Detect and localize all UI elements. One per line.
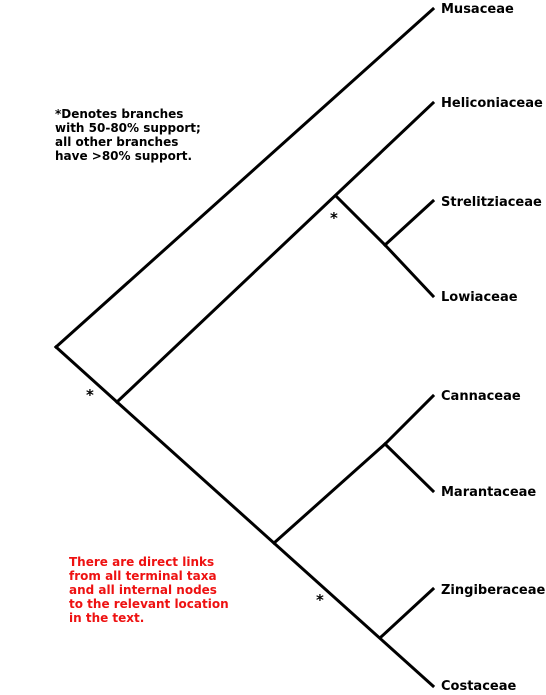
branch-root-to-ingroup[interactable] bbox=[53, 344, 120, 405]
branch-zingiberaceae-costaceae-node-to-zingiberaceae[interactable] bbox=[378, 586, 436, 640]
branch-zing-clade-to-canna-marant[interactable] bbox=[271, 441, 388, 546]
support-marker-strelitziaceae-lowiaceae: * bbox=[330, 209, 338, 227]
taxon-marantaceae[interactable]: Marantaceae bbox=[441, 485, 536, 500]
taxon-zingiberaceae[interactable]: Zingiberaceae bbox=[441, 583, 546, 598]
links-notice-line: There are direct links bbox=[69, 555, 215, 569]
support-legend-line: have >80% support. bbox=[55, 149, 193, 163]
support-marker-zingiberaceae-costaceae: * bbox=[316, 591, 324, 609]
links-notice-line: and all internal nodes bbox=[69, 583, 217, 597]
branch-strelitziaceae-lowiaceae-node-to-strelitziaceae[interactable] bbox=[382, 198, 436, 248]
branch-strelitziaceae-lowiaceae-node-to-lowiaceae[interactable] bbox=[382, 242, 436, 299]
links-notice-line: in the text. bbox=[69, 611, 145, 625]
support-marker-root-ingroup: * bbox=[86, 386, 94, 404]
tree-branches bbox=[53, 6, 436, 689]
support-legend-line: with 50-80% support; bbox=[55, 121, 201, 135]
branch-canna-marant-node-to-marantaceae[interactable] bbox=[382, 441, 436, 494]
links-notice: There are direct links from all terminal… bbox=[69, 555, 229, 625]
branch-root-to-musaceae[interactable] bbox=[53, 6, 436, 350]
taxon-strelitziaceae[interactable]: Strelitziaceae bbox=[441, 195, 542, 210]
links-notice-line: from all terminal taxa bbox=[69, 569, 217, 583]
taxon-costaceae[interactable]: Costaceae bbox=[441, 679, 516, 694]
taxon-cannaceae[interactable]: Cannaceae bbox=[441, 389, 521, 404]
taxon-heliconiaceae[interactable]: Heliconiaceae bbox=[441, 96, 543, 111]
branch-heliconiaceae-node-to-strelitziaceae-lowiaceae[interactable] bbox=[333, 193, 388, 248]
links-notice-line: to the relevant location bbox=[69, 597, 229, 611]
taxon-musaceae[interactable]: Musaceae bbox=[441, 2, 514, 17]
support-legend-line: all other branches bbox=[55, 135, 179, 149]
branch-canna-marant-node-to-cannaceae[interactable] bbox=[382, 393, 436, 447]
support-markers: * * * bbox=[86, 209, 338, 609]
branch-ingroup-to-heliconiaceae[interactable] bbox=[114, 100, 436, 405]
support-legend-line: *Denotes branches bbox=[55, 107, 184, 121]
taxon-lowiaceae[interactable]: Lowiaceae bbox=[441, 290, 518, 305]
taxon-labels: Musaceae Heliconiaceae Strelitziaceae Lo… bbox=[441, 2, 546, 694]
support-legend: *Denotes branches with 50-80% support; a… bbox=[55, 107, 201, 163]
